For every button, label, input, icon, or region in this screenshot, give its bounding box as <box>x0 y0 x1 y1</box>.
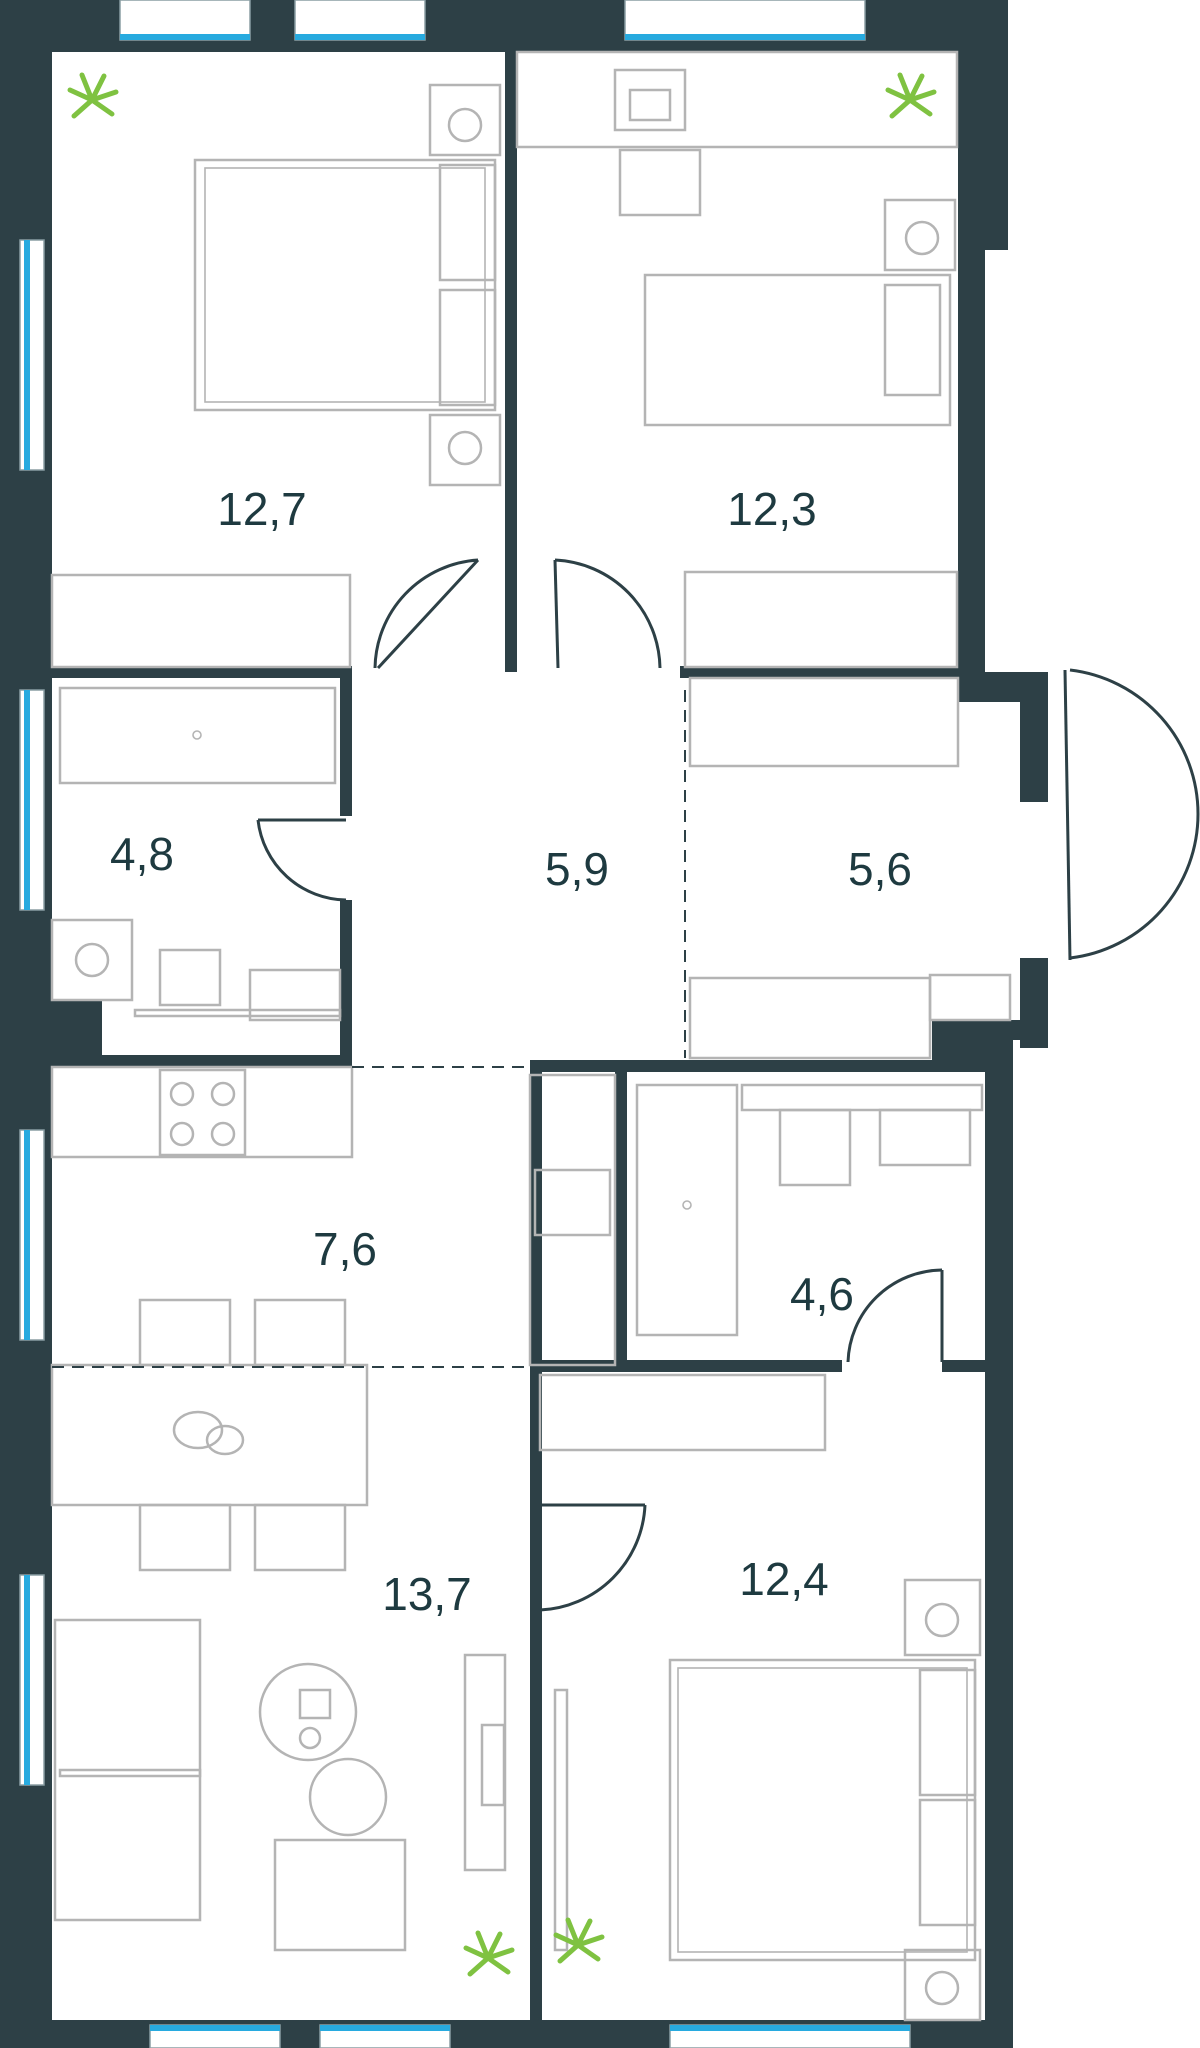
plants <box>67 72 937 1977</box>
area-label-bedroom-1: 12,7 <box>217 483 307 535</box>
walls <box>0 0 1048 2048</box>
area-label-kitchen: 7,6 <box>313 1223 377 1275</box>
furniture <box>50 50 1012 2022</box>
area-label-bathroom-2: 4,6 <box>790 1268 854 1320</box>
area-label-bedroom-3: 12,4 <box>739 1553 829 1605</box>
area-label-hall: 5,6 <box>848 843 912 895</box>
windows <box>19 0 911 2048</box>
doors <box>256 558 1200 1612</box>
plant-icon <box>67 72 119 119</box>
plant-icon <box>463 1930 515 1977</box>
area-label-bathroom-1: 4,8 <box>110 828 174 880</box>
plant-icon <box>553 1917 605 1964</box>
area-labels: 12,7 12,3 4,8 5,9 5,6 7,6 4,6 13,7 12,4 <box>110 483 912 1620</box>
area-label-living-room: 13,7 <box>382 1568 472 1620</box>
area-label-bedroom-2: 12,3 <box>727 483 817 535</box>
zone-boundaries <box>52 690 686 1368</box>
area-label-corridor: 5,9 <box>545 843 609 895</box>
plant-icon <box>885 72 937 119</box>
